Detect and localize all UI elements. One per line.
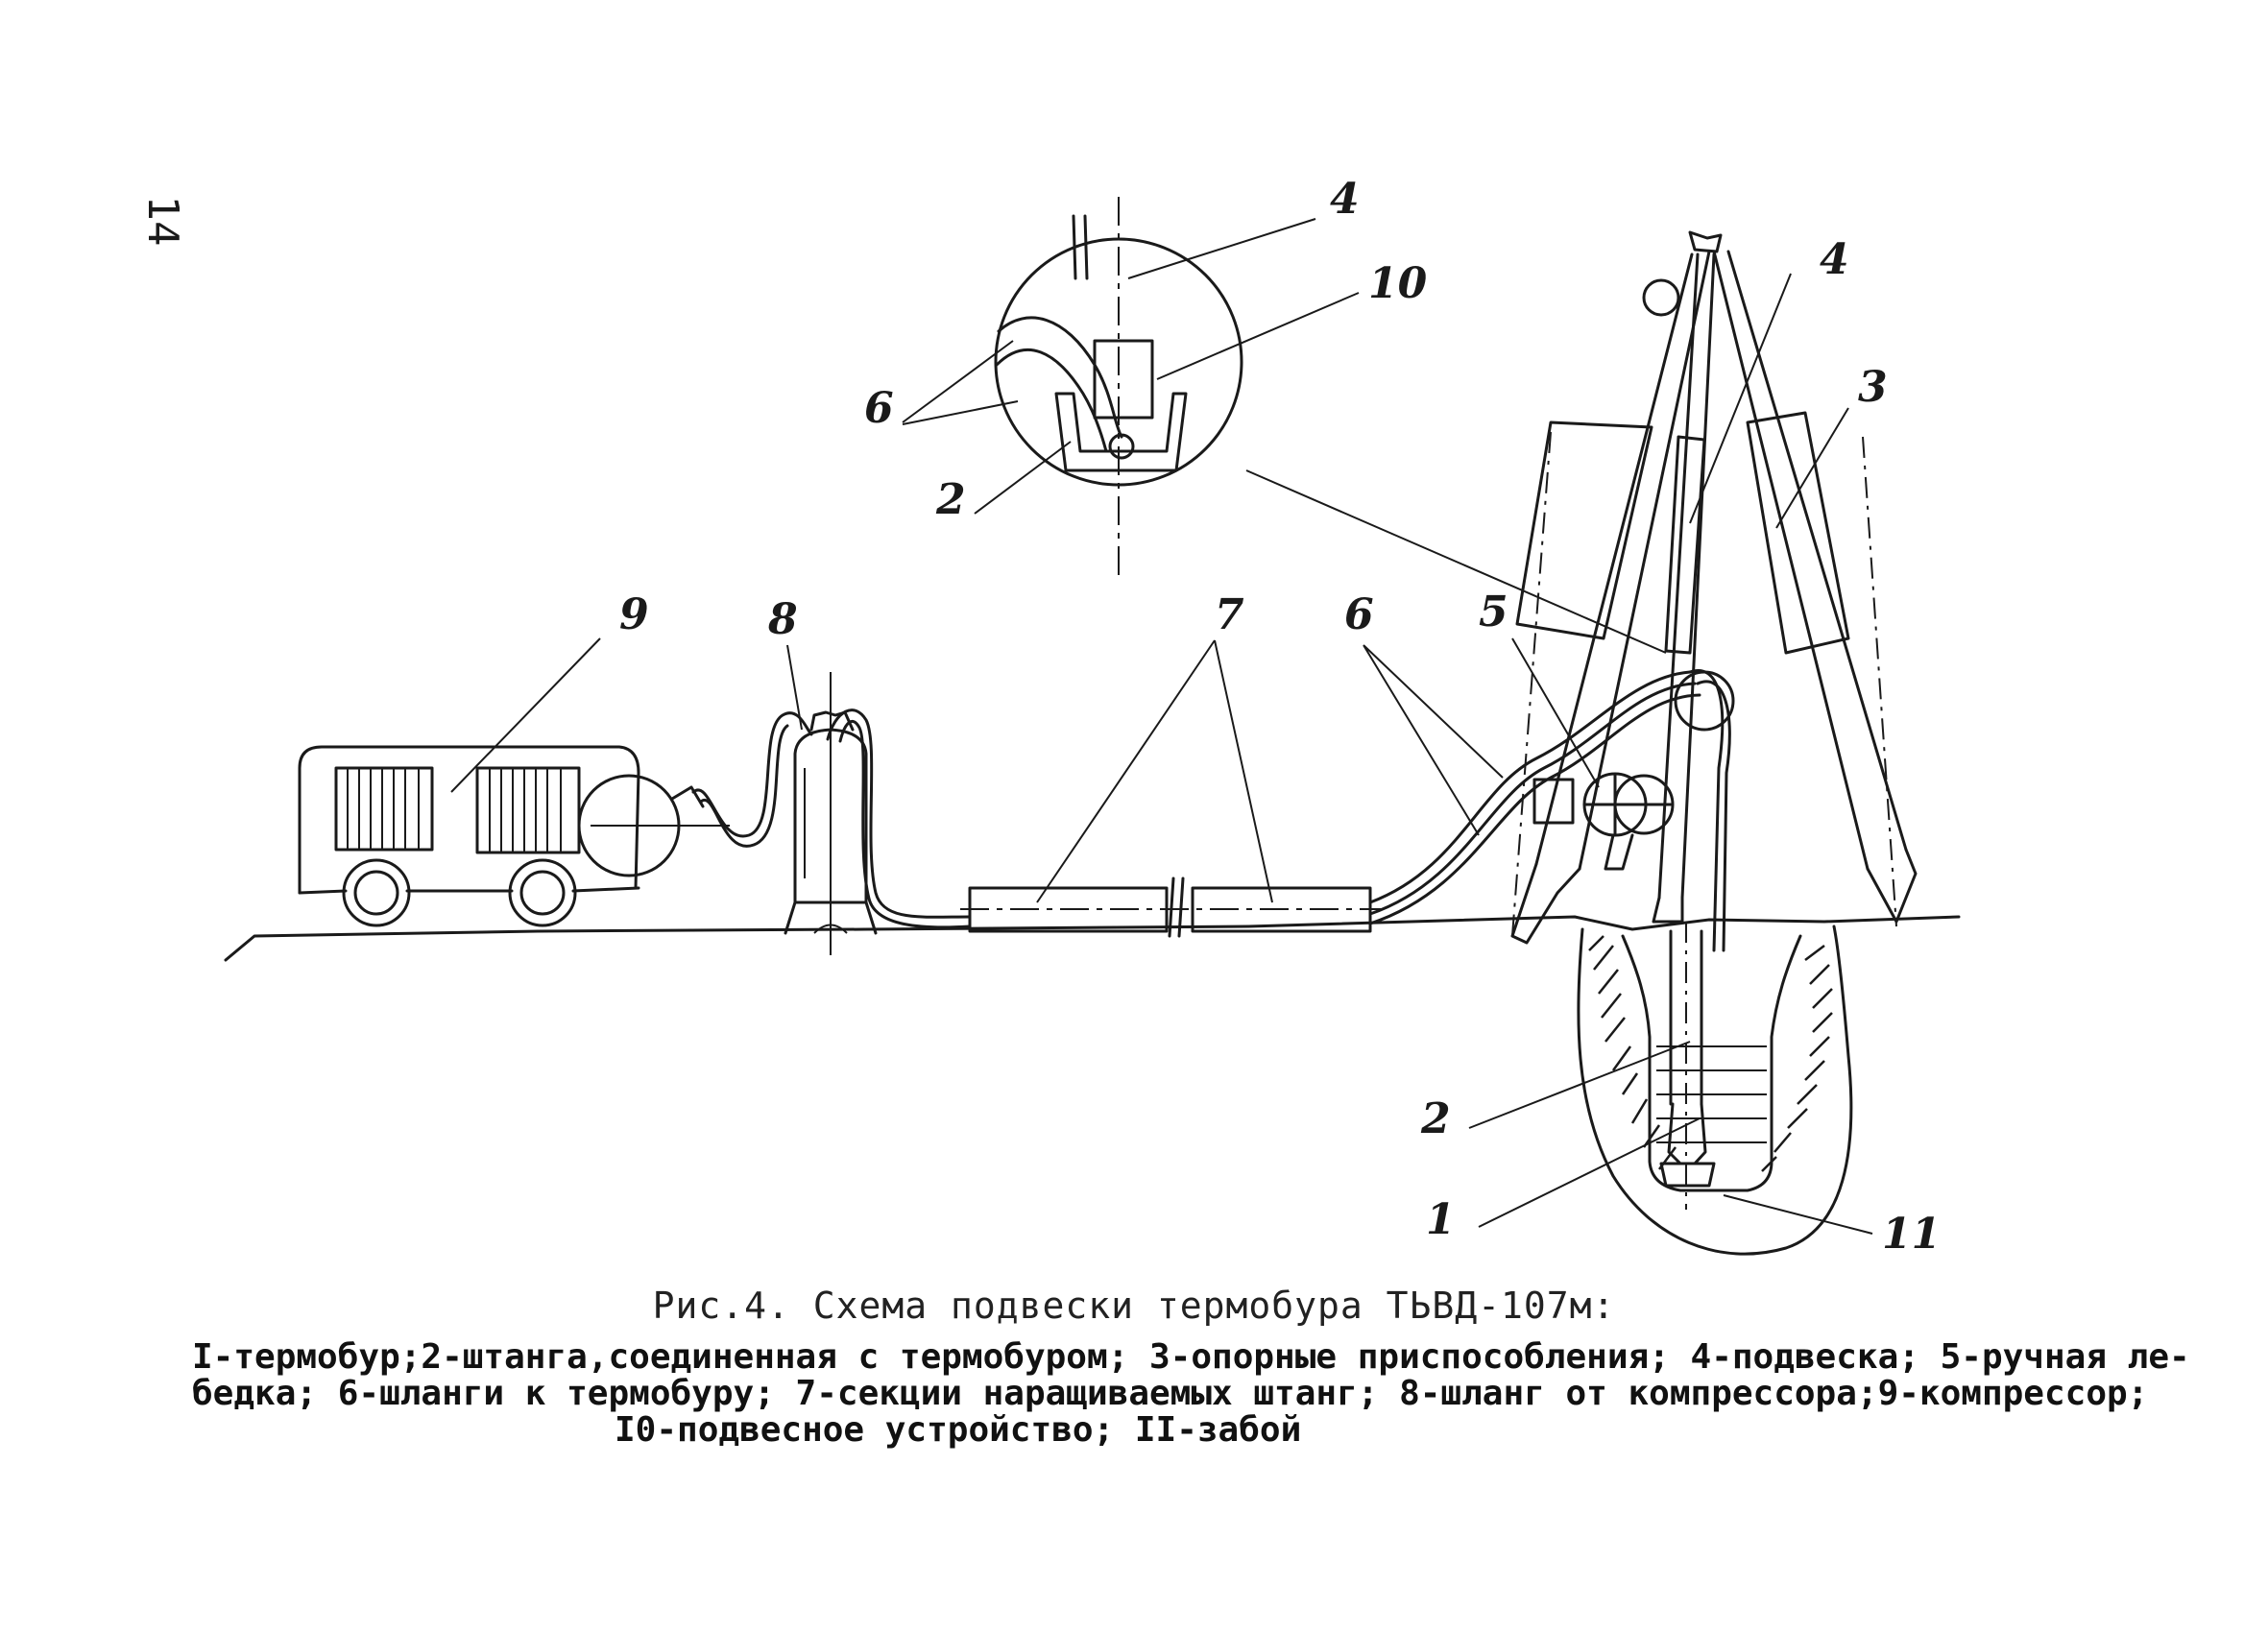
callout-2: 2 <box>1420 1094 1451 1143</box>
callout-5: 5 <box>1479 588 1508 636</box>
legend-line-3: I0-подвесное устройство; II-забой <box>615 1410 1302 1450</box>
callout-labels: 4 10 6 2 9 8 7 6 5 4 3 2 1 11 <box>619 175 1941 1259</box>
callout-6: 6 <box>1344 590 1374 639</box>
callout-4-detail: 4 <box>1330 175 1360 224</box>
callout-1: 1 <box>1426 1195 1456 1244</box>
legend-line-1: I-термобур;2-штанга,соединенная с термоб… <box>192 1337 2190 1377</box>
leader-lines <box>450 218 1873 1235</box>
compressor <box>298 745 730 927</box>
detail-view <box>994 197 1667 654</box>
callout-4: 4 <box>1820 235 1849 284</box>
drill-hoses <box>1368 669 1731 952</box>
callout-6-detail: 6 <box>864 384 894 433</box>
callout-8: 8 <box>767 595 798 644</box>
hand-winch <box>1532 670 1735 871</box>
callout-3: 3 <box>1858 363 1888 412</box>
callout-9: 9 <box>619 590 649 639</box>
compressor-hose <box>691 708 972 929</box>
callout-2-detail: 2 <box>935 475 966 524</box>
callout-10: 10 <box>1368 259 1428 308</box>
tripod <box>1510 230 1918 945</box>
figure-caption-legend: I-термобур;2-штанга,соединенная с термоб… <box>192 1337 2190 1450</box>
borehole <box>1577 922 1853 1256</box>
extension-rod-sections <box>960 877 1383 938</box>
oil-separator <box>784 672 878 955</box>
legend-line-2: бедка; 6-шланги к термобуру; 7-секции на… <box>192 1374 2149 1413</box>
ground-line <box>224 915 1961 962</box>
callout-11: 11 <box>1882 1210 1941 1259</box>
figure-caption-title: Рис.4. Схема подвески термобура ТЬВД-107… <box>652 1285 1616 1327</box>
callout-7: 7 <box>1215 590 1244 639</box>
drill-suspension-diagram: 4 10 6 2 9 8 7 6 5 4 3 2 1 11 <box>224 175 1961 1259</box>
